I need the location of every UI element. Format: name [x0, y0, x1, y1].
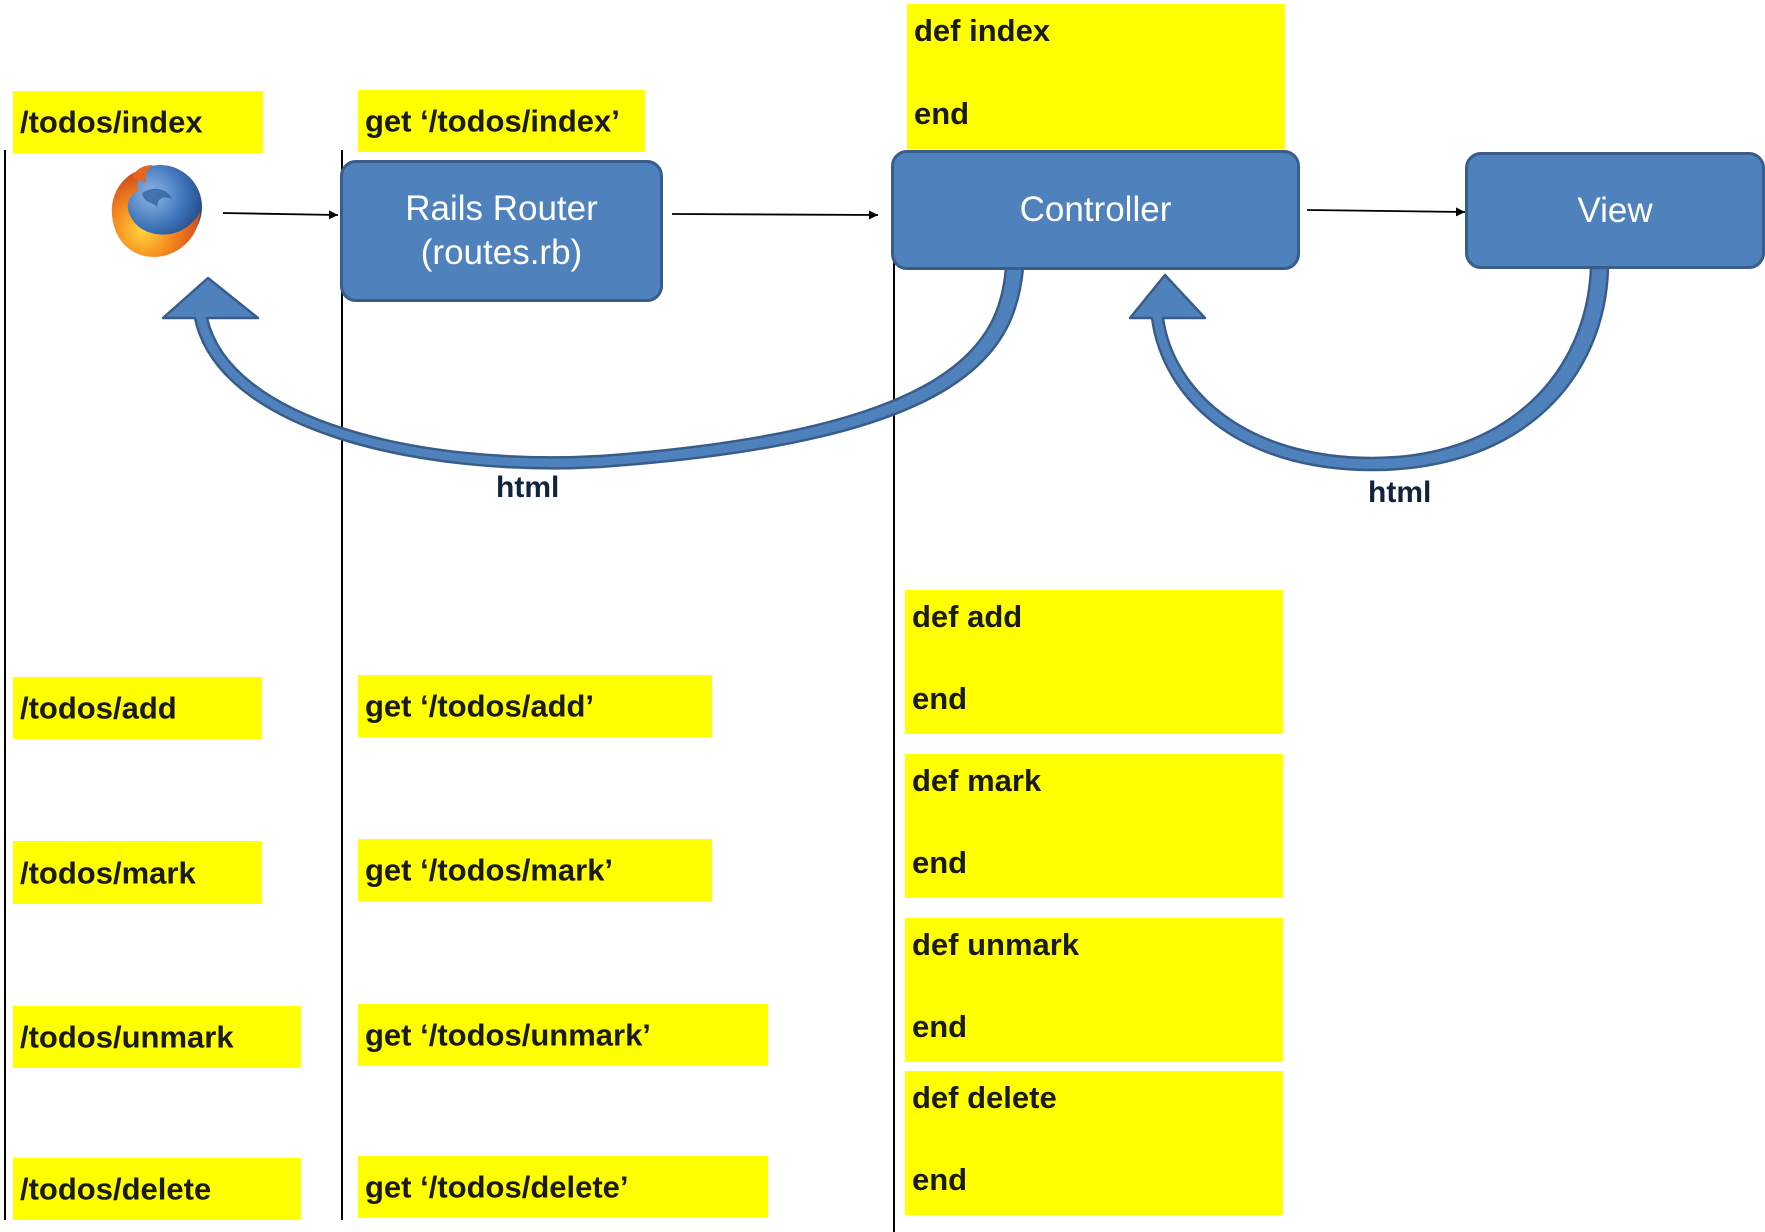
url-text: /todos/mark — [20, 855, 196, 890]
column-divider-browser — [4, 150, 6, 1220]
arrow-browser-to-router — [222, 210, 339, 220]
action-end: end — [912, 845, 968, 880]
action-def: def add — [912, 599, 1023, 634]
url-note-mark: /todos/mark — [13, 841, 262, 904]
edge-label-controller-to-browser: html — [496, 471, 560, 504]
rails-router-node: Rails Router (routes.rb) — [340, 160, 663, 302]
url-note-add: /todos/add — [13, 677, 262, 739]
url-note-unmark: /todos/unmark — [13, 1006, 301, 1068]
action-note-delete: def delete end — [905, 1071, 1283, 1215]
route-text: get ‘/todos/mark’ — [365, 852, 614, 888]
controller-node: Controller — [891, 150, 1300, 270]
action-note-unmark: def unmark end — [905, 918, 1283, 1062]
url-text: /todos/delete — [20, 1171, 212, 1207]
action-def: def mark — [912, 763, 1042, 798]
return-arrow-controller-to-browser — [161, 266, 1025, 470]
view-node: View — [1465, 152, 1765, 269]
action-end: end — [912, 681, 968, 716]
route-text: get ‘/todos/unmark’ — [365, 1017, 651, 1053]
route-note-mark: get ‘/todos/mark’ — [358, 839, 712, 901]
route-note-delete: get ‘/todos/delete’ — [358, 1156, 768, 1218]
route-note-add: get ‘/todos/add’ — [358, 675, 712, 737]
router-title: Rails Router — [405, 189, 598, 229]
column-divider-controller — [893, 160, 895, 1232]
action-end: end — [914, 96, 970, 131]
controller-title: Controller — [1019, 190, 1172, 230]
url-text: /todos/unmark — [20, 1019, 234, 1055]
edge-label-view-to-controller: html — [1368, 476, 1432, 509]
action-note-mark: def mark end — [905, 754, 1283, 898]
arrow-router-to-controller — [671, 210, 879, 220]
action-note-index: def index end — [907, 4, 1285, 149]
action-def: def unmark — [912, 927, 1080, 962]
firefox-icon — [111, 165, 202, 257]
action-end: end — [912, 1162, 968, 1197]
url-note-index: /todos/index — [13, 91, 263, 153]
route-text: get ‘/todos/index’ — [365, 103, 620, 139]
route-note-unmark: get ‘/todos/unmark’ — [358, 1004, 768, 1066]
route-text: get ‘/todos/delete’ — [365, 1169, 629, 1205]
column-divider-router — [341, 150, 343, 1220]
url-text: /todos/index — [20, 104, 203, 140]
arrow-controller-to-view — [1306, 207, 1466, 217]
router-subtitle: (routes.rb) — [420, 233, 583, 272]
view-title: View — [1577, 190, 1653, 230]
url-note-delete: /todos/delete — [13, 1158, 301, 1220]
return-arrow-view-to-controller — [1128, 266, 1610, 472]
action-note-add: def add end — [905, 590, 1283, 734]
url-text: /todos/add — [20, 690, 177, 726]
action-end: end — [912, 1009, 968, 1044]
action-def: def index — [914, 13, 1051, 48]
action-def: def delete — [912, 1080, 1057, 1115]
route-note-index: get ‘/todos/index’ — [358, 90, 645, 152]
route-text: get ‘/todos/add’ — [365, 688, 595, 724]
